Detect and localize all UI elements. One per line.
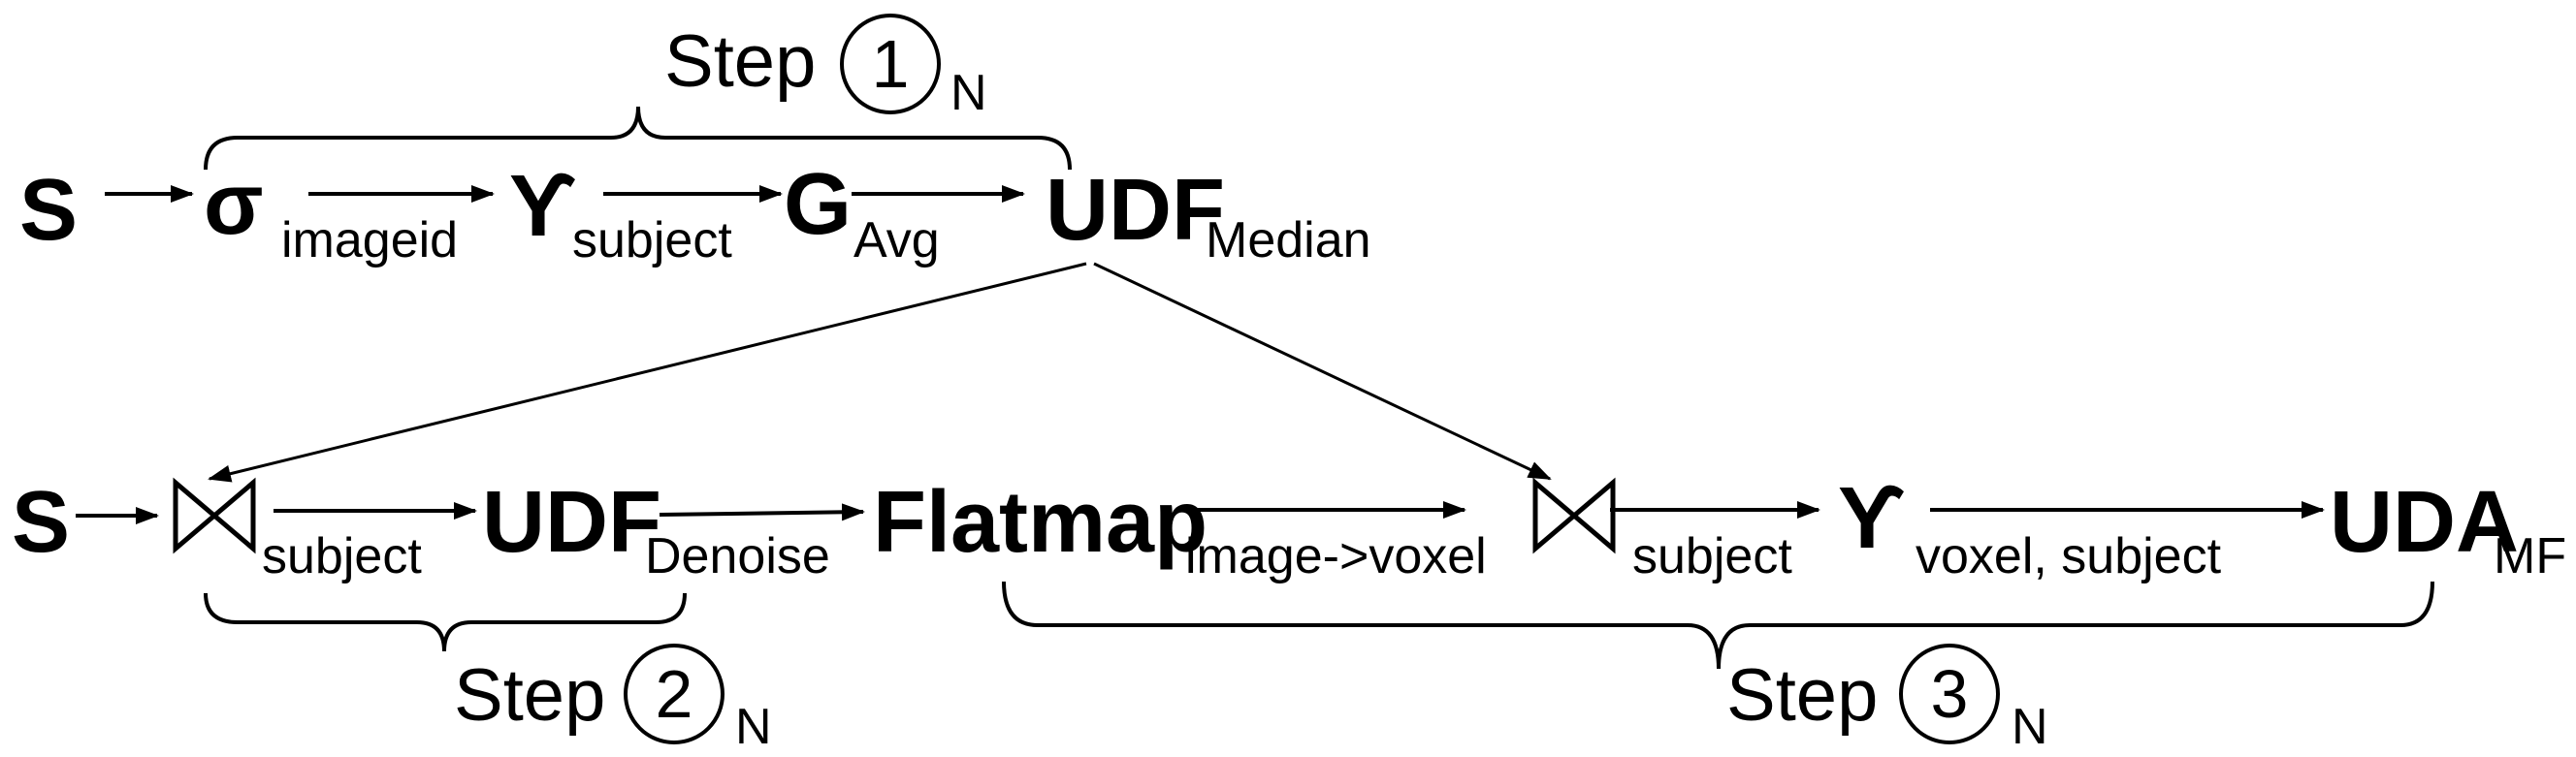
uda-subscript: MF (2494, 528, 2567, 584)
group-operator-top: ϒ (509, 158, 577, 255)
step2-suffix: N (735, 699, 772, 755)
step1-suffix: N (950, 65, 987, 121)
udf-denoise-subscript: Denoise (645, 528, 830, 584)
step3-number-circle: 3 (1899, 644, 2000, 744)
step1-number: 1 (871, 26, 910, 102)
step3-suffix: N (2012, 699, 2048, 755)
arrow-median-to-join2 (1093, 262, 1552, 481)
group-operator-bottom: ϒ (1838, 470, 1906, 567)
step2-number: 2 (655, 656, 693, 732)
udf-median-operator: UDF (1046, 162, 1225, 259)
select-operator: σ (204, 156, 264, 253)
arrow-udf-to-flatmap (659, 503, 865, 521)
step2-number-circle: 2 (624, 644, 724, 744)
flatmap-subscript: image->voxel (1185, 528, 1487, 584)
join1-subscript: subject (262, 528, 422, 584)
bowtie-join-icon (173, 477, 256, 554)
step2-brace (204, 592, 687, 652)
uda-operator: UDA (2330, 474, 2519, 571)
step1-brace (204, 106, 1072, 171)
udf-median-subscript: Median (1206, 212, 1371, 268)
aggregate-subscript: Avg (853, 212, 940, 268)
arrow-median-to-join1 (208, 262, 1087, 483)
join2-subscript: subject (1632, 528, 1792, 584)
step1-word: Step (664, 20, 817, 103)
group-subscript-bottom: voxel, subject (1916, 528, 2222, 584)
source-s-bottom: S (12, 474, 71, 571)
step2-word: Step (454, 654, 606, 737)
bowtie-join-icon (1532, 477, 1616, 554)
flatmap-operator: Flatmap (873, 474, 1208, 571)
step3-number: 3 (1930, 656, 1969, 732)
aggregate-operator: G (784, 156, 853, 253)
step3-brace (1002, 581, 2434, 670)
select-subscript: imageid (281, 212, 459, 268)
group-subscript-top: subject (572, 212, 732, 268)
udf-denoise-operator: UDF (482, 474, 661, 571)
step1-number-circle: 1 (840, 14, 941, 114)
step3-word: Step (1726, 654, 1879, 737)
source-s-top: S (19, 162, 79, 259)
